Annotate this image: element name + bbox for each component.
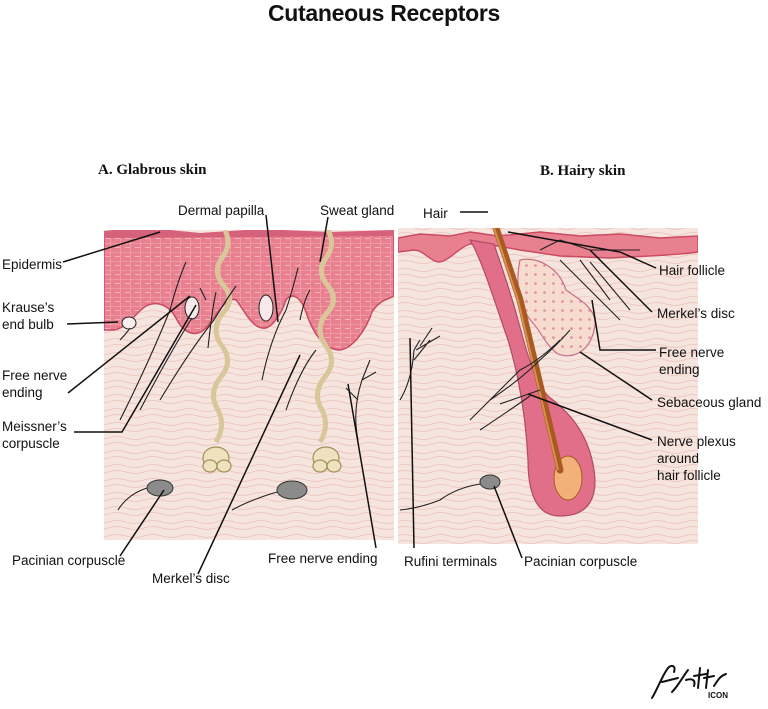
panel-b-title: B. Hairy skin [540, 163, 626, 179]
figure-title: Cutaneous Receptors [267, 0, 500, 26]
label-merkel-a: Merkel’s disc [152, 571, 230, 586]
label-meissner-2: corpuscle [2, 436, 60, 451]
label-pacinian-b: Pacinian corpuscle [524, 554, 638, 569]
label-krause-1: Krause’s [2, 300, 55, 315]
label-free-nerve-a-2: ending [2, 385, 43, 400]
label-hair-follicle: Hair follicle [659, 263, 726, 278]
hair-follicle [468, 239, 596, 517]
epidermis-b [398, 231, 698, 263]
pacinian-corpuscle-b [479, 474, 501, 490]
label-meissner-1: Meissner’s [2, 419, 67, 434]
label-rufini: Rufini terminals [404, 554, 498, 569]
label-merkel-b: Merkel’s disc [657, 306, 735, 321]
glabrous-skin-block [104, 230, 394, 540]
hair-shaft [492, 228, 564, 474]
pacinian-corpuscle-a2 [276, 480, 308, 500]
meissner-corpuscle-1 [184, 296, 200, 320]
label-dermal-papilla: Dermal papilla [178, 203, 265, 218]
meissner-corpuscle-2 [258, 294, 274, 322]
label-nerve-plexus-2: around [657, 451, 700, 466]
label-pacinian-a: Pacinian corpuscle [12, 553, 126, 568]
krause-end-bulb [121, 316, 137, 330]
panel-a-title: A. Glabrous skin [98, 162, 207, 178]
label-free-nerve-bottom: Free nerve ending [268, 551, 378, 566]
label-nerve-plexus-1: Nerve plexus [657, 434, 736, 449]
svg-text:ICON: ICON [708, 691, 728, 700]
label-nerve-plexus-3: hair follicle [657, 468, 721, 483]
label-hair: Hair [423, 206, 448, 221]
stratum-corneum-a [104, 230, 394, 238]
sweat-duct-1 [211, 230, 232, 444]
pacinian-corpuscle-a1 [146, 479, 174, 497]
label-free-nerve-b-2: ending [659, 362, 700, 377]
sweat-duct-2 [315, 230, 336, 444]
label-free-nerve-b-1: Free nerve [659, 345, 725, 360]
leader-lines [62, 211, 657, 575]
sweat-gland-coils [202, 446, 342, 473]
hairy-skin-block [398, 228, 698, 544]
label-free-nerve-a-1: Free nerve [2, 368, 68, 383]
netter-signature: ICON [651, 664, 728, 700]
label-epidermis: Epidermis [2, 257, 63, 272]
label-krause-2: end bulb [2, 317, 54, 332]
nerves-a [119, 261, 377, 441]
label-sebaceous-gland: Sebaceous gland [657, 395, 762, 410]
label-sweat-gland: Sweat gland [320, 203, 395, 218]
